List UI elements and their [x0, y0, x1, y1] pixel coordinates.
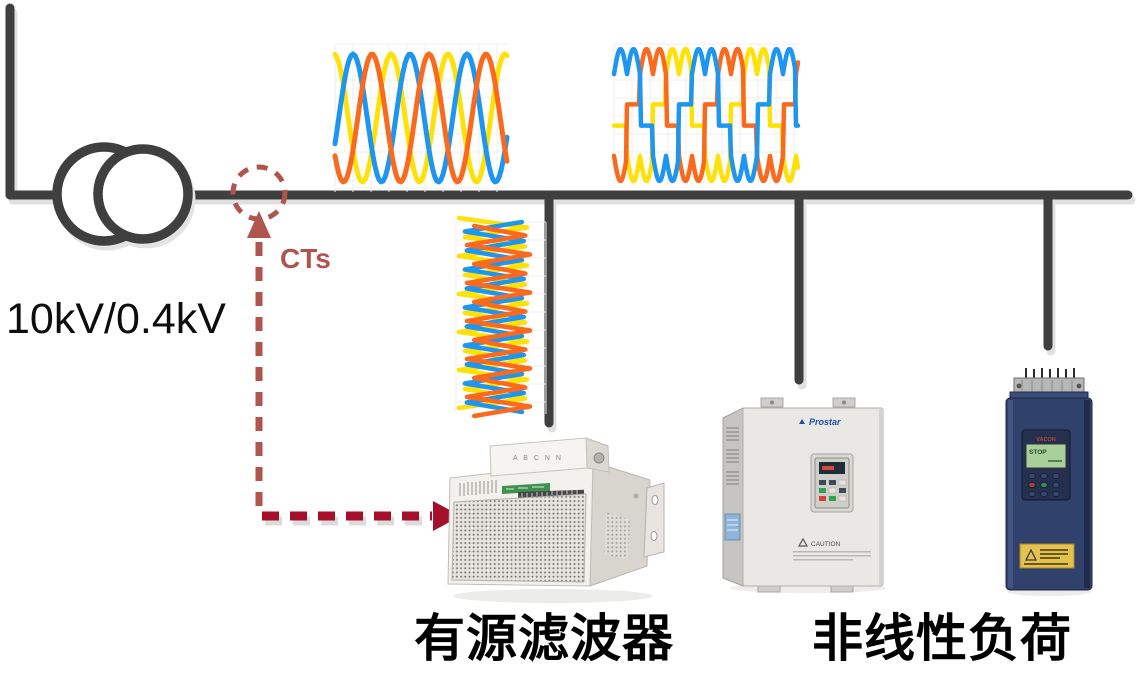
compensation-current-waveform [455, 215, 547, 419]
cables [1025, 368, 1075, 380]
terminal-cover: A B C N N [489, 437, 610, 477]
brand-text: Prostar [809, 417, 841, 427]
caution-label: CAUTION [793, 537, 871, 561]
bus-main-lines [5, 3, 1133, 428]
filter-control-arrow [262, 501, 461, 531]
arrow-right-icon [433, 501, 461, 531]
keypad-panel: VACON STOP [1021, 429, 1071, 501]
terminal-marks-text: A B C N N [513, 455, 563, 462]
mesh-grille [451, 493, 587, 583]
ct-signal-arrow [247, 211, 271, 512]
device-shadow [453, 589, 653, 603]
nonlinear-load-label: 非线性负荷 [811, 612, 1072, 668]
lcd-display [1025, 443, 1067, 469]
vfd-device-dark: VACON STOP [1005, 368, 1093, 596]
transformer-symbol-icon [52, 142, 196, 251]
arrow-up-icon [247, 211, 271, 238]
warning-label [1019, 543, 1075, 569]
display-text: STOP [1029, 449, 1047, 456]
cts-label: CTs [280, 243, 331, 274]
transformer-ratio-label: 10kV/0.4kV [6, 295, 226, 343]
mounting-ear [643, 482, 665, 558]
vent-lines [459, 480, 497, 496]
brand-text: VACON [1036, 437, 1055, 443]
keypad-panel [810, 453, 854, 513]
active-filter-device: A B C N N [447, 437, 665, 603]
side-label [724, 513, 741, 541]
vfd-device-light: Prostar CAUTION [722, 397, 886, 593]
side-vents [726, 427, 739, 485]
clean-sine-waveform [332, 43, 510, 192]
distorted-load-waveform [611, 43, 801, 186]
active-filter-label: 有源滤波器 [413, 612, 674, 668]
caution-text: CAUTION [811, 541, 841, 548]
